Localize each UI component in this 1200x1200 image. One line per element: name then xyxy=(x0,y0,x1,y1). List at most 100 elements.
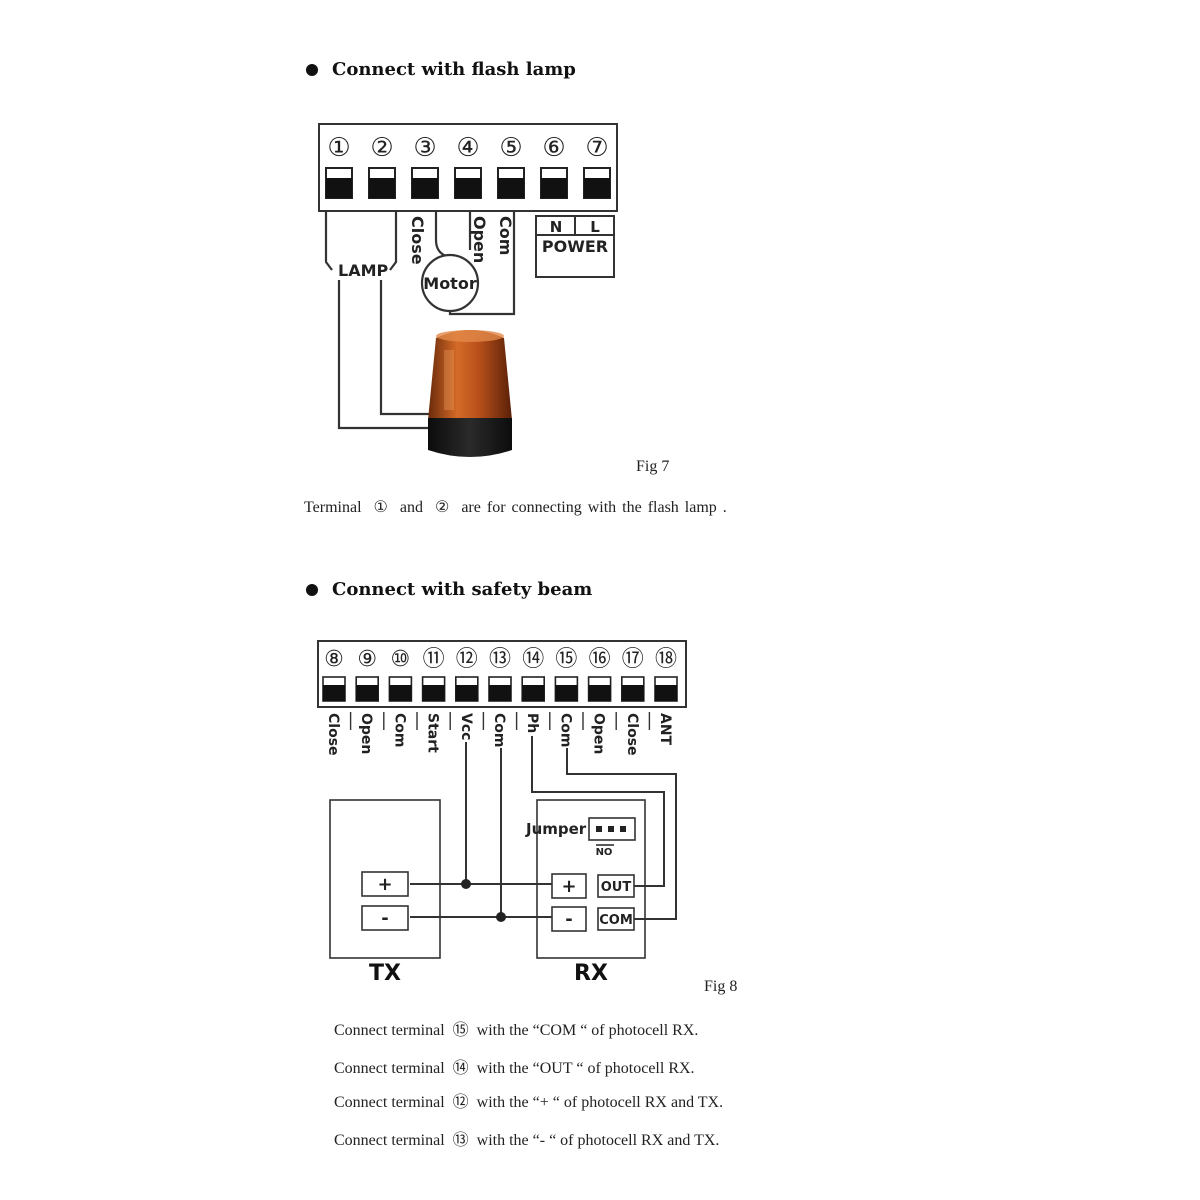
terminal-number: ④ xyxy=(456,133,479,163)
power-l-label: L xyxy=(590,218,600,236)
ph-wire xyxy=(531,736,665,887)
line-terminal: ⑭ xyxy=(452,1060,469,1077)
tx-plus-terminal xyxy=(361,871,409,897)
jumper-label: Jumper xyxy=(525,820,587,838)
tx-minus-label: - xyxy=(381,908,388,929)
line-terminal: ⑮ xyxy=(452,1022,469,1039)
power-box: N L POWER xyxy=(535,215,615,278)
terminal-label: Close xyxy=(325,713,341,756)
lamp-feed-1 xyxy=(337,280,430,430)
terminal-screw-fill xyxy=(323,685,345,701)
fig7-caption: Fig 7 xyxy=(636,458,670,475)
bullet-icon xyxy=(306,583,318,596)
terminal-screw-fill xyxy=(356,685,379,701)
terminal-number: ⑫ xyxy=(456,647,478,672)
note-terminal-2: ② xyxy=(434,499,450,516)
terminal-block-1 xyxy=(318,123,618,212)
terminal-screw-fill xyxy=(522,685,545,701)
terminal-screw-fill xyxy=(655,685,677,701)
heading-text: Connect with flash lamp xyxy=(332,59,576,80)
terminal-label: ANT xyxy=(657,713,673,746)
rx-plus-label: + xyxy=(561,876,576,897)
jumper-no-label: NO xyxy=(596,847,613,858)
terminal-screw-fill xyxy=(326,178,352,198)
line-post: with the “+ “ of photocell RX and TX. xyxy=(476,1094,724,1111)
terminal-label: Com xyxy=(391,713,407,747)
rx-com-label: COM xyxy=(599,913,633,928)
tx-plus-label: + xyxy=(377,874,392,895)
terminal-number: ⑪ xyxy=(423,647,445,672)
note-pre: Terminal xyxy=(304,499,362,516)
line-post: with the “OUT “ of photocell RX. xyxy=(476,1060,695,1077)
section-heading-flash-lamp: Connect with flash lamp xyxy=(306,59,576,80)
terminal-screw-fill xyxy=(588,685,611,701)
terminal-number: ⑱ xyxy=(655,647,677,672)
rx-plus-terminal xyxy=(551,873,587,899)
terminal-label: Ph xyxy=(524,713,540,733)
lamp-label: LAMP xyxy=(338,261,389,280)
terminal-number: ③ xyxy=(413,133,436,163)
terminal-label: Com xyxy=(491,713,507,747)
terminal-screw-fill xyxy=(455,685,478,701)
junction-minus xyxy=(496,912,506,922)
terminal-number: ⑯ xyxy=(589,647,611,672)
close-wire xyxy=(434,211,447,258)
wires-2 xyxy=(410,736,677,920)
heading-text: Connect with safety beam xyxy=(332,579,593,600)
power-label: POWER xyxy=(542,237,608,256)
lamp-wire-left xyxy=(324,211,333,271)
terminal-number: ⑦ xyxy=(585,133,608,163)
rx-label: RX xyxy=(574,961,608,986)
open-label: Open xyxy=(470,216,489,263)
terminal-screw-fill xyxy=(412,178,438,198)
bullet-icon xyxy=(306,63,318,76)
rx-out-terminal xyxy=(597,874,635,898)
terminal-block-2 xyxy=(317,640,687,708)
terminal-number: ⑰ xyxy=(622,647,644,672)
rx-box: Jumper NO + - OUT COM RX xyxy=(525,799,646,986)
terminal-number: ⑩ xyxy=(391,647,411,672)
motor-circle xyxy=(420,253,480,313)
line-post: with the “- “ of photocell RX and TX. xyxy=(476,1132,720,1149)
line-post: with the “COM “ of photocell RX. xyxy=(476,1022,699,1039)
line-terminal: ⑬ xyxy=(452,1132,469,1149)
close-label: Close xyxy=(408,216,427,265)
terminal-label: Start xyxy=(425,713,441,753)
line-terminal: ⑫ xyxy=(452,1094,469,1111)
com-label: Com xyxy=(496,216,515,255)
section-heading-safety-beam: Connect with safety beam xyxy=(306,579,592,600)
fig7-note: Terminal ① and ② are for connecting with… xyxy=(304,497,727,517)
com15-wire xyxy=(566,748,677,920)
note-post: are for connecting with the flash lamp . xyxy=(461,499,727,516)
tx-label: TX xyxy=(369,961,401,986)
rx-minus-terminal xyxy=(551,906,587,932)
terminal-screw-fill xyxy=(555,685,578,701)
terminal-screw-fill xyxy=(369,178,395,198)
terminal-screw-fill xyxy=(489,685,511,701)
terminal-number: ⑮ xyxy=(555,647,577,672)
terminal-row-2: ⑧Close⑨Open⑩Com⑪Start⑫Vcc⑬Com⑭Ph⑮Com⑯Ope… xyxy=(322,647,678,756)
terminal-number: ① xyxy=(327,133,350,163)
rx-minus-label: - xyxy=(565,909,572,930)
terminal-number: ⑭ xyxy=(522,647,544,672)
lamp-feed-2 xyxy=(379,280,430,416)
line-pre: Connect terminal xyxy=(334,1060,445,1077)
instruction-line: Connect terminal ⑮ with the “COM “ of phot… xyxy=(334,1016,698,1040)
terminal-screw-fill xyxy=(455,178,481,198)
note-terminal-1: ① xyxy=(373,499,388,516)
terminal-screw-fill xyxy=(621,685,644,701)
note-and: and xyxy=(399,499,423,516)
terminal-number: ⑬ xyxy=(489,647,511,672)
rx-com-terminal xyxy=(597,907,635,931)
terminal-number: ⑨ xyxy=(357,647,377,672)
line-pre: Connect terminal xyxy=(334,1022,445,1039)
terminal-screw-fill xyxy=(584,178,610,198)
tx-box: + - TX xyxy=(329,799,441,986)
rx-out-label: OUT xyxy=(601,880,632,895)
tx-minus-terminal xyxy=(361,905,409,931)
fig8-caption: Fig 8 xyxy=(704,978,738,995)
